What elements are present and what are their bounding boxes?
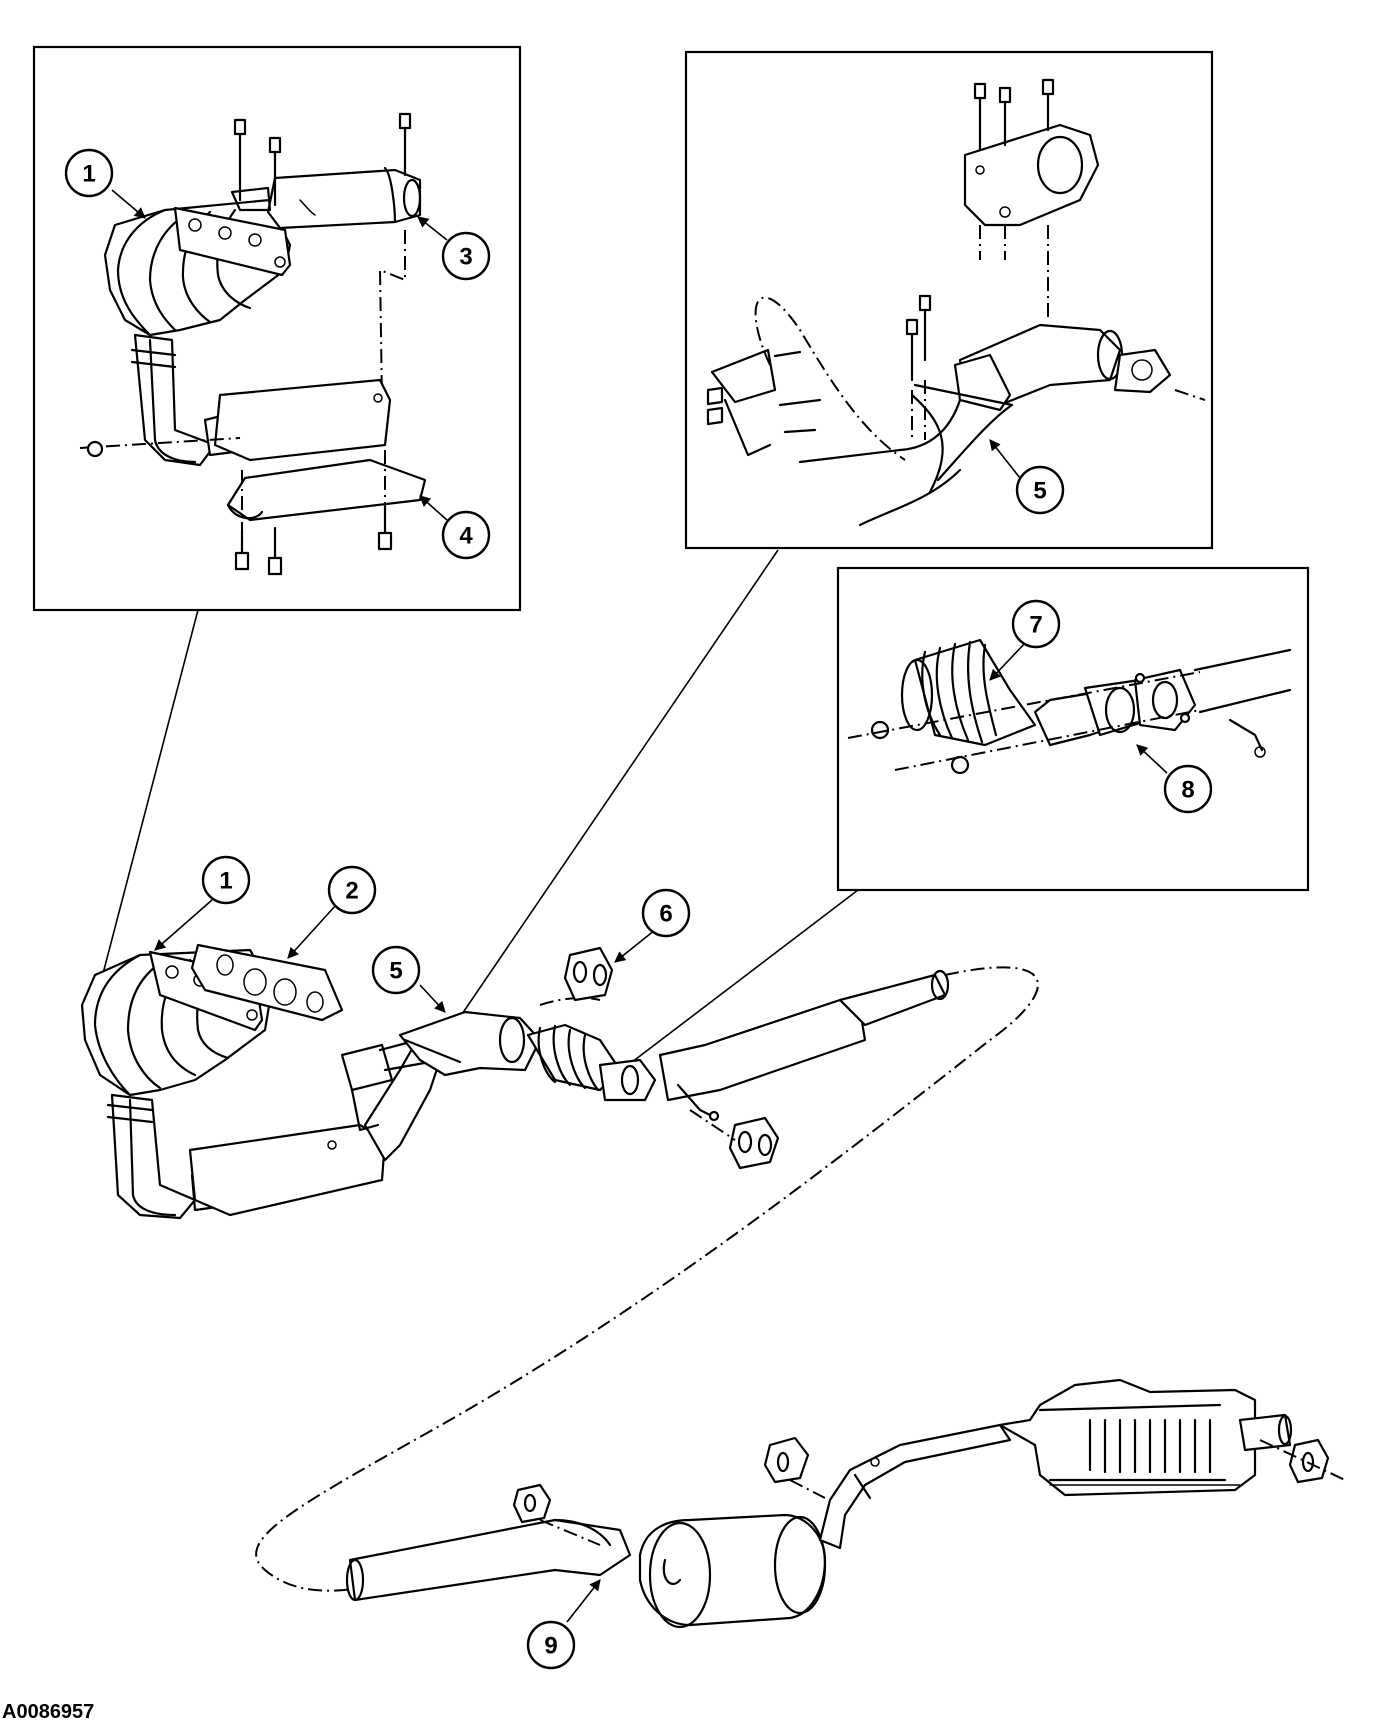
inset-box-manifold (32, 45, 522, 612)
callout-1-inset: 1 (64, 148, 146, 219)
catalytic-converter-main (188, 1033, 447, 1217)
callout-5-main: 5 (371, 945, 446, 1013)
callout-9: 9 (526, 1579, 601, 1670)
svg-text:3: 3 (459, 244, 472, 271)
inset-manifold-heat-shields: 1 3 4 (32, 45, 522, 612)
center-resonator-main (658, 969, 950, 1122)
front-pipe-flex-main (398, 996, 657, 1102)
main-assembly: 1 2 5 6 9 (80, 855, 1346, 1670)
figure-id: A0086957 (2, 1701, 94, 1723)
svg-text:7: 7 (1029, 612, 1042, 639)
svg-text:9: 9 (544, 1633, 557, 1660)
svg-text:8: 8 (1181, 777, 1194, 804)
svg-text:5: 5 (389, 958, 402, 985)
svg-text:4: 4 (459, 523, 473, 550)
callout-1-main: 1 (154, 855, 251, 951)
inset-box-front-pipe (684, 50, 1214, 550)
rubber-hanger-lower (728, 1116, 780, 1170)
rear-muffler-assembly (345, 1378, 1346, 1629)
svg-text:5: 5 (1033, 478, 1046, 505)
inset-connector-lines (99, 549, 859, 1076)
callout-3: 3 (417, 216, 491, 281)
lower-heat-shield-inset (226, 450, 427, 576)
callout-5-inset: 5 (989, 439, 1065, 515)
svg-text:2: 2 (345, 878, 358, 905)
svg-text:1: 1 (82, 161, 95, 188)
inset-flex-joint: 7 8 (836, 566, 1310, 892)
callout-2: 2 (287, 865, 377, 959)
rubber-hanger-upper (563, 946, 614, 1002)
callout-7: 7 (989, 599, 1061, 681)
callout-6: 6 (614, 888, 691, 963)
inset-box-flex-joint (836, 566, 1310, 892)
svg-text:1: 1 (219, 868, 232, 895)
callout-4: 4 (419, 495, 491, 560)
routing-line-rear (255, 966, 1039, 1592)
svg-text:6: 6 (659, 901, 672, 928)
upper-heat-shield-inset (230, 112, 422, 401)
manifold-gasket (190, 943, 344, 1022)
cat-converter-inset (79, 378, 392, 462)
inset-front-pipe-bracket: 5 (684, 50, 1214, 550)
callout-8: 8 (1136, 744, 1213, 814)
